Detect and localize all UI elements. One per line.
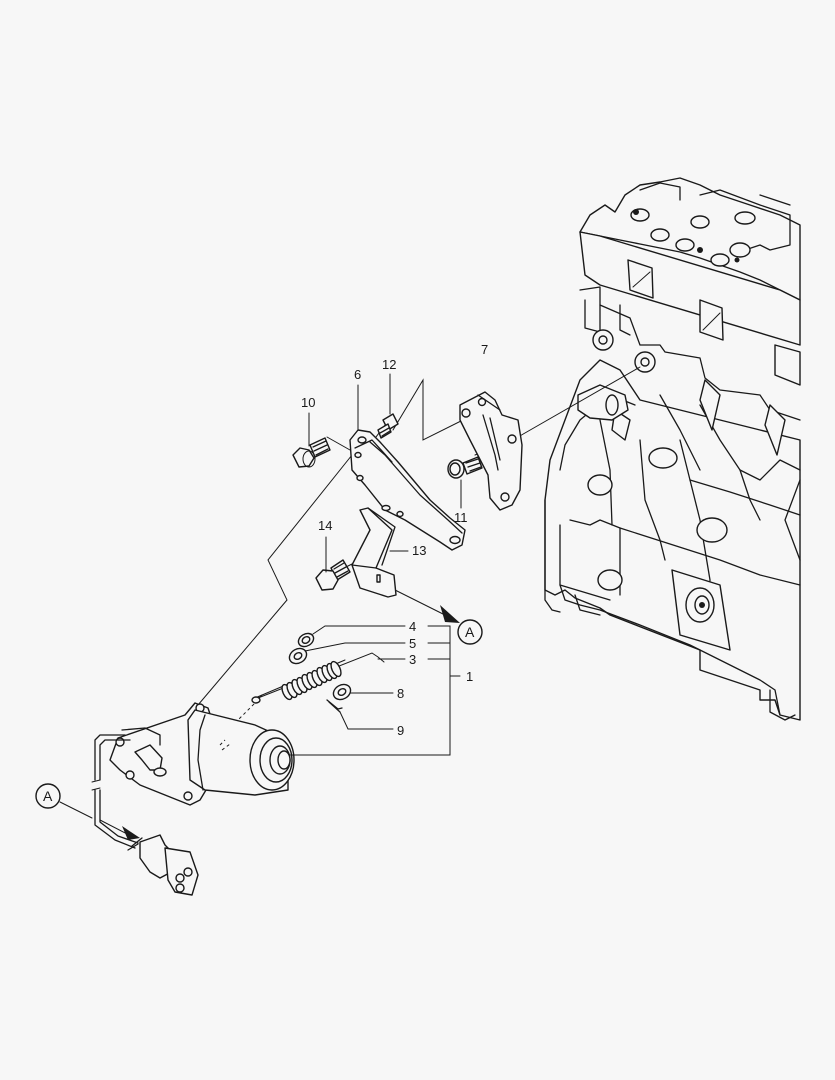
part-6-bracket [349,384,466,551]
part-7-bracket [459,391,523,511]
callout-a-connector: A [457,619,483,645]
connector-plug [127,834,199,896]
label-part-4: 4 [409,619,416,634]
part-3-spring [251,652,385,704]
label-part-6: 6 [354,367,361,382]
part-labels: 1 3 4 5 6 7 8 9 10 11 12 13 14 [301,342,488,738]
wire-harness [91,734,199,896]
callout-label: A [43,788,53,804]
leader-lines [289,625,461,756]
small-parts [251,632,385,713]
label-part-8: 8 [397,686,404,701]
label-part-9: 9 [397,723,404,738]
part-10-bolt [292,412,331,468]
label-part-14: 14 [318,518,332,533]
label-part-5: 5 [409,636,416,651]
label-part-7: 7 [481,342,488,357]
label-part-1: 1 [466,669,473,684]
callout-a-harness: A [35,783,93,819]
part-13-bracket [351,507,409,598]
part-1-solenoid [109,702,295,806]
part-11-bolt [447,456,483,509]
part-14-bolt [315,536,351,591]
label-part-10: 10 [301,395,315,410]
engine-block [544,177,801,721]
part-12-bolt [377,373,399,439]
label-part-11: 11 [454,510,468,525]
label-part-13: 13 [412,543,426,558]
label-part-3: 3 [409,652,416,667]
label-part-12: 12 [382,357,396,372]
callout-label: A [465,624,475,640]
